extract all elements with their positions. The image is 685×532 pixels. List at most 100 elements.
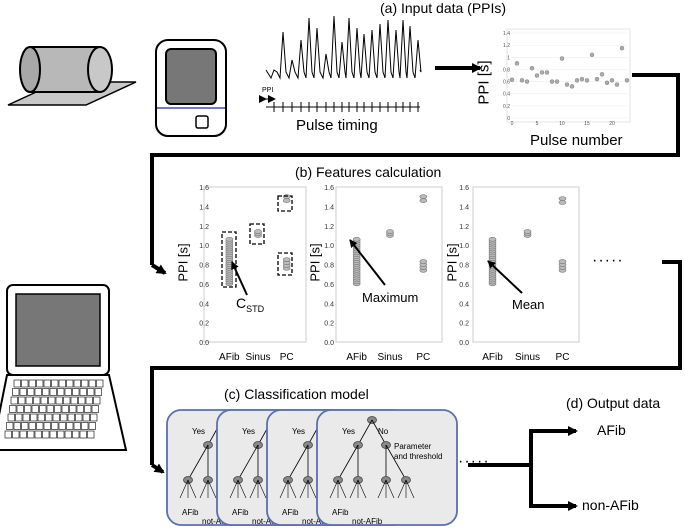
keyboard-key: [84, 405, 92, 413]
y-tick-label: 0.2: [199, 321, 209, 328]
keyboard-key: [49, 388, 57, 396]
keyboard-key: [21, 379, 29, 388]
keyboard-key: [82, 413, 90, 422]
keyboard-key: [58, 422, 66, 430]
category-label: PC: [556, 352, 570, 363]
data-point: [509, 77, 515, 82]
category-label: AFib: [346, 352, 367, 363]
data-point: [282, 194, 291, 199]
data-point: [589, 52, 595, 58]
keyboard-key: [37, 413, 45, 422]
y-tick-label: 1.6: [459, 185, 469, 192]
keyboard-key: [31, 405, 39, 413]
chart-a-xlabel: Pulse number: [530, 132, 623, 149]
keyboard-key: [18, 396, 26, 405]
keyboard-key: [42, 430, 50, 439]
keyboard-key: [28, 422, 36, 430]
y-tick-label: 1.2: [199, 224, 209, 231]
keyboard-key: [66, 422, 74, 430]
tree-edge: [229, 479, 239, 499]
y-tick-label: 0.8: [459, 263, 469, 270]
keyboard-key: [51, 379, 59, 388]
keyboard-key: [49, 430, 57, 439]
y-tick-label: 0.0: [324, 340, 334, 347]
keyboard-key: [55, 396, 63, 405]
keyboard-key: [87, 430, 95, 439]
data-point: [559, 56, 565, 61]
tree-edge: [287, 444, 309, 481]
y-tick-label: 1: [507, 55, 510, 61]
ppg-sensor-icon: [7, 39, 227, 137]
y-tick-label: 1.4: [324, 204, 334, 211]
keyboard-key: [57, 430, 65, 439]
pulse-timing-ticks: [266, 102, 420, 112]
panel2-ylabel: PPI [s]: [307, 243, 323, 282]
flow-connector-ab: [150, 73, 680, 275]
tree-edge: [279, 479, 289, 499]
data-point: [558, 200, 567, 205]
keyboard-key: [58, 379, 66, 388]
tree-edge: [187, 444, 209, 481]
keyboard-key: [10, 396, 18, 405]
data-point: [604, 80, 610, 86]
y-tick-label: 1.4: [199, 204, 209, 211]
tree-edge: [287, 479, 297, 499]
y-tick-label: 1.6: [199, 185, 209, 192]
tree-edge: [199, 479, 209, 499]
tree-edge: [237, 479, 247, 499]
keyboard-key: [9, 405, 17, 413]
y-tick-label: 0.0: [199, 340, 209, 347]
y-tick-label: 1.0: [459, 243, 469, 250]
data-point: [419, 259, 428, 264]
data-point: [419, 194, 428, 199]
keyboard-key: [75, 413, 83, 422]
yes-label: Yes: [242, 427, 255, 436]
data-point: [594, 76, 600, 82]
y-tick-label: 0.4: [459, 301, 469, 308]
keyboard-key: [45, 413, 53, 422]
afib-leaf-label: AFib: [282, 508, 299, 517]
keyboard-key: [94, 388, 102, 396]
no-label: No: [378, 427, 389, 436]
keyboard-key: [72, 388, 80, 396]
afib-leaf-label: AFib: [332, 508, 349, 517]
y-tick-label: 0.4: [503, 92, 510, 98]
keyboard-key: [46, 405, 54, 413]
data-point: [609, 78, 615, 83]
data-point: [488, 237, 497, 242]
y-tick-label: 0.0: [459, 340, 469, 347]
tree-edge: [307, 479, 317, 499]
keyboard-key: [19, 430, 27, 439]
keyboard-key: [6, 422, 14, 430]
keyboard-key: [13, 422, 21, 430]
keyboard-key: [19, 388, 27, 396]
sinus-range-box: [249, 223, 265, 245]
x-tick-label: 5: [536, 121, 539, 127]
category-label: PC: [280, 352, 294, 363]
data-point: [386, 229, 394, 234]
keyboard-key: [33, 396, 41, 405]
keyboard-key: [91, 405, 99, 413]
data-point: [254, 229, 262, 234]
maximum-label: Maximum: [362, 290, 419, 305]
keyboard-key: [12, 388, 20, 396]
cstd-arrow: [231, 261, 248, 296]
keyboard-key: [52, 413, 60, 422]
y-tick-label: 1.4: [459, 204, 469, 211]
not-afib-leaf-label: not-AFib: [202, 517, 233, 526]
category-label: Sinus: [245, 352, 270, 363]
category-label: Sinus: [515, 352, 540, 363]
data-point: [599, 72, 605, 77]
data-point: [514, 61, 520, 66]
data-point: [579, 76, 585, 82]
keyboard-key: [87, 388, 95, 396]
keyboard-key: [88, 379, 96, 388]
keyboard-key: [34, 430, 42, 439]
data-point: [554, 79, 560, 84]
keyboard-key: [70, 396, 78, 405]
y-tick-label: 0.6: [199, 282, 209, 289]
y-tick-label: 0.6: [503, 80, 510, 86]
